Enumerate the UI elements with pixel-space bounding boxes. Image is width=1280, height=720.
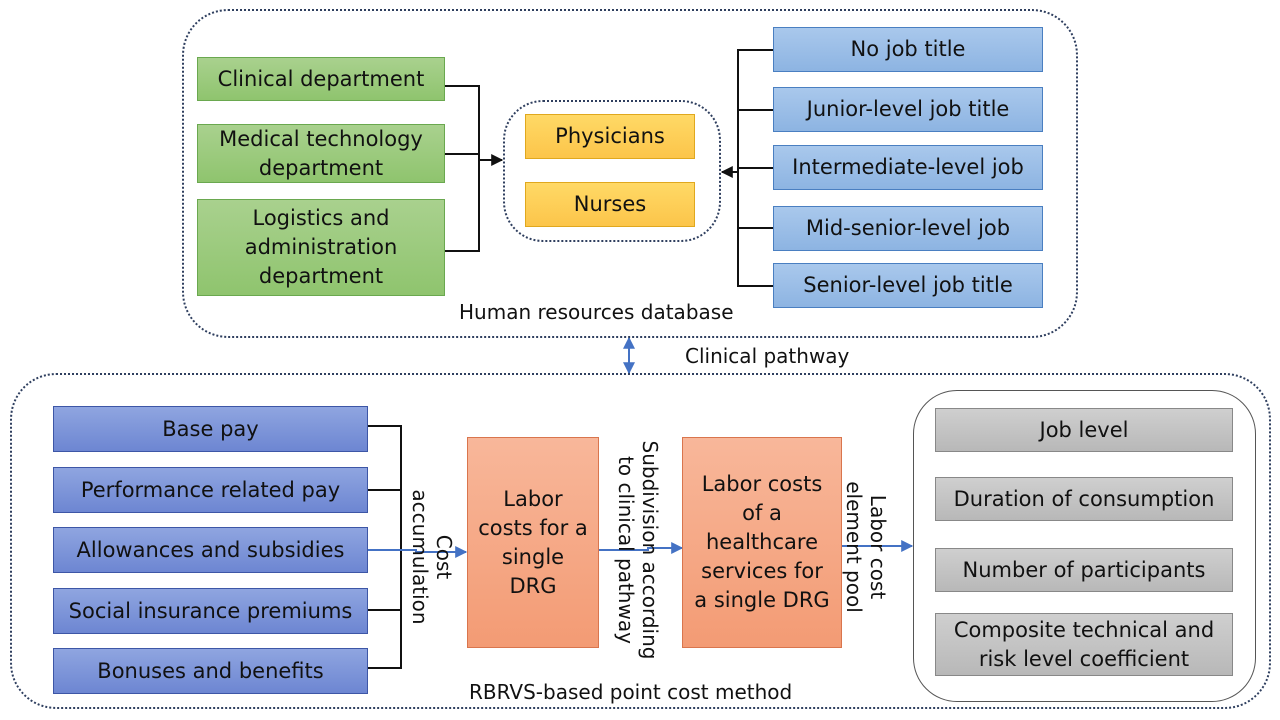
human-resources-caption: Human resources database: [459, 300, 734, 324]
element-composite-coefficient: Composite technical and risk level coeff…: [935, 613, 1233, 676]
job-title-junior: Junior-level job title: [773, 87, 1043, 132]
staff-physicians: Physicians: [525, 114, 695, 159]
element-pool-label: Labor cost element pool: [842, 481, 890, 613]
staff-group: [503, 100, 721, 242]
job-title-mid-senior: Mid-senior-level job: [773, 206, 1043, 251]
pay-bonuses: Bonuses and benefits: [53, 648, 368, 694]
staff-nurses: Nurses: [525, 182, 695, 227]
pay-allowances: Allowances and subsidies: [53, 527, 368, 573]
job-title-intermediate: Intermediate-level job: [773, 145, 1043, 190]
subdivision-arrow: [599, 542, 684, 554]
element-participants: Number of participants: [935, 548, 1233, 592]
job-titles-connector: [720, 49, 773, 287]
human-resources-database-group: [182, 9, 1078, 338]
pay-social-insurance: Social insurance premiums: [53, 588, 368, 634]
departments-connector: [445, 85, 504, 252]
pay-items-connector: [368, 425, 402, 669]
cost-accumulation-arrow: [368, 546, 468, 558]
pay-base: Base pay: [53, 406, 368, 452]
element-duration: Duration of consumption: [935, 477, 1233, 521]
cost-accumulation-label: Cost accumulation: [408, 489, 456, 625]
department-logistics-administration: Logistics and administration department: [197, 199, 445, 296]
service-labor-cost-box: Labor costs of a healthcare services for…: [682, 437, 842, 648]
job-title-none: No job title: [773, 27, 1043, 72]
rbrvs-group: [10, 373, 1271, 709]
department-medical-technology: Medical technology department: [197, 124, 445, 183]
element-job-level: Job level: [935, 408, 1233, 452]
element-pool-group: [913, 390, 1256, 702]
department-clinical: Clinical department: [197, 57, 445, 101]
job-title-senior: Senior-level job title: [773, 263, 1043, 308]
rbrvs-caption: RBRVS-based point cost method: [469, 680, 793, 704]
subdivision-label: Subdivision according to clinical pathwa…: [614, 440, 662, 660]
pay-performance: Performance related pay: [53, 467, 368, 513]
clinical-pathway-label: Clinical pathway: [685, 344, 850, 368]
drg-labor-cost-box: Labor costs for a single DRG: [467, 437, 599, 648]
